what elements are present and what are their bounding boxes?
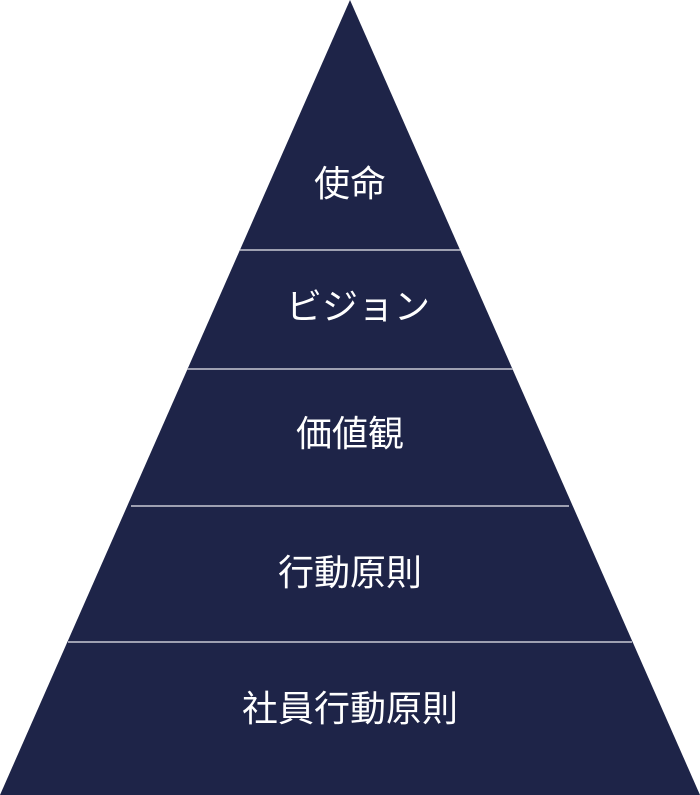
layer-label-vision: ビジョン [286, 287, 430, 328]
layer-label-employee-action-principles: 社員行動原則 [242, 689, 458, 730]
layer-label-action-principles: 行動原則 [278, 553, 422, 594]
layer-label-values: 価値観 [296, 414, 404, 455]
layer-label-mission: 使命 [314, 164, 386, 205]
